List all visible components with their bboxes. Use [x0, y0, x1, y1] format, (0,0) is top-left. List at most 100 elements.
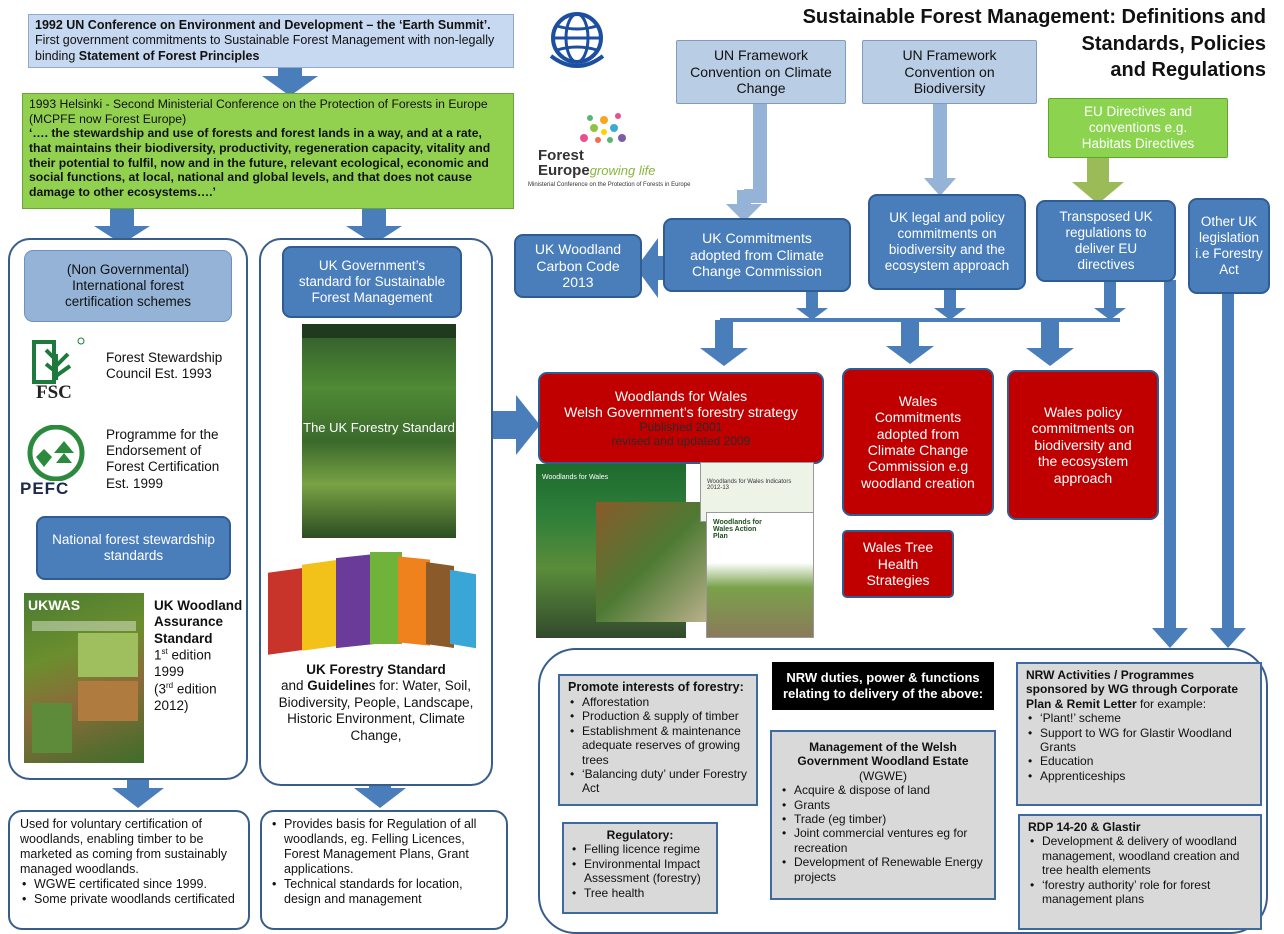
ukwas-ed1-year: 1999: [154, 664, 185, 680]
list-item: ‘Balancing duty’ under Forestry Act: [568, 767, 748, 796]
list-item: Support to WG for Glastir Woodland Grant…: [1026, 726, 1252, 755]
voluntary-box: Used for voluntary certification of wood…: [8, 810, 250, 930]
arrow-to-wales-commit: [886, 320, 934, 364]
wales-commit-box: Wales Commitments adopted from Climate C…: [842, 368, 994, 516]
helsinki-box: 1993 Helsinki - Second Ministerial Confe…: [22, 93, 514, 209]
fsc-logo: FSC: [26, 336, 88, 403]
uk-legal-label: UK legal and policy commitments on biodi…: [884, 210, 1010, 273]
voluntary-text: Used for voluntary certification of wood…: [20, 817, 228, 876]
wales-policy-box: Wales policy commitments on biodiversity…: [1007, 370, 1159, 520]
forest-europe-word2: Europe: [538, 162, 590, 179]
fsc-wordmark: FSC: [36, 382, 72, 403]
rdp-title: RDP 14-20 & Glastir: [1028, 820, 1141, 834]
arrow-uklegal-stub: [934, 290, 966, 320]
arrow-summit-to-helsinki: [262, 58, 318, 96]
un-biodiversity-box: UN Framework Convention on Biodiversity: [862, 40, 1037, 104]
forest-europe-word1: Forest: [538, 147, 584, 164]
arrow-transposed-to-nrw: [1152, 280, 1188, 648]
title-line-1: Sustainable Forest Management: Definitio…: [802, 6, 1266, 28]
promote-list: Afforestation Production & supply of tim…: [568, 695, 748, 796]
title-line-2: Standards, Policies: [1081, 32, 1266, 55]
list-item: Development of Renewable Energy projects: [780, 855, 986, 884]
fsc-tree-icon: [32, 337, 85, 384]
uk-commitments-box: UK Commitments adopted from Climate Chan…: [663, 218, 851, 292]
list-item: Technical standards for location, design…: [270, 877, 498, 907]
pefc-wordmark: PEFC: [20, 479, 70, 498]
ukfs-caption-rest: s for: Water, Soil, Biodiversity, People…: [278, 678, 474, 743]
list-item: Some private woodlands certificated: [20, 892, 238, 907]
wales-policy-label: Wales policy commitments on biodiversity…: [1031, 404, 1135, 486]
list-item: Tree health: [570, 886, 710, 901]
wfw-box: Woodlands for Wales Welsh Government’s f…: [538, 372, 824, 464]
earth-summit-body: First government commitments to Sustaina…: [35, 33, 495, 63]
ukwas-cover-image: UKWAS: [24, 593, 144, 763]
ukwas-title: UK Woodland Assurance Standard: [154, 598, 243, 646]
ukwas-ed3-year: 2012): [154, 697, 189, 713]
non-gov-label: (Non Governmental) International forest …: [64, 262, 192, 309]
helsinki-intro: Helsinki - Second Ministerial Conference…: [29, 97, 488, 126]
arrow-unclimate-to-ukcommit: [726, 190, 762, 222]
un-biodiversity-label: UN Framework Convention on Biodiversity: [902, 47, 997, 97]
earth-summit-box: 1992 UN Conference on Environment and De…: [28, 14, 514, 68]
forest-europe-tag: growing life: [589, 163, 656, 178]
rdp-box: RDP 14-20 & Glastir Development & delive…: [1018, 814, 1262, 930]
forest-europe-subtitle: Ministerial Conference on the Protection…: [528, 182, 691, 188]
ukfs-caption: UK Forestry Standard and Guidelines for:…: [270, 662, 482, 744]
list-item: WGWE certificated since 1999.: [20, 877, 238, 892]
wfw-documents-image: Woodlands for Wales Woodlands for Wales …: [536, 462, 816, 640]
transposed-box: Transposed UK regulations to deliver EU …: [1036, 200, 1176, 282]
ukwas-ed3-sup: rd: [166, 680, 174, 690]
ukwas-text: UK Woodland Assurance Standard 1st editi…: [154, 598, 244, 714]
pefc-trees-icon: [27, 425, 85, 481]
arrow-eu-to-transposed: [1072, 158, 1124, 204]
arrow-certification-down: [112, 770, 164, 808]
uk-legal-box: UK legal and policy commitments on biodi…: [868, 194, 1026, 290]
ukfs-cover-title: The UK Forestry Standard: [303, 420, 455, 435]
page-title: Sustainable Forest Management: Definitio…: [706, 4, 1266, 84]
ukwas-ed1-rest: edition: [167, 647, 212, 663]
ukfs-caption-bold1: UK Forestry Standard: [306, 662, 446, 677]
wgwe-list: Acquire & dispose of land Grants Trade (…: [780, 783, 986, 884]
arrow-to-wales-policy: [1026, 320, 1074, 366]
line-unclimate: [744, 104, 767, 203]
ukfs-caption-and: and: [280, 678, 308, 694]
title-line-3: and Regulations: [1110, 59, 1266, 82]
regulation-box: Provides basis for Regulation of all woo…: [260, 810, 508, 930]
pefc-logo: PEFC: [18, 425, 98, 498]
earth-summit-heading: 1992 UN Conference on Environment and De…: [35, 18, 491, 32]
list-item: Apprenticeships: [1026, 769, 1252, 784]
ukwas-cover-title: UKWAS: [28, 597, 81, 613]
other-uk-label: Other UK legislation i.e Forestry Act: [1195, 214, 1263, 277]
nrw-duties-label: NRW duties, power & functions relating t…: [782, 669, 984, 701]
uk-commitments-label: UK Commitments adopted from Climate Chan…: [690, 230, 824, 280]
arrow-helsinki-to-certification: [94, 205, 150, 244]
nrw-activities-suffix: for example:: [1136, 696, 1207, 711]
other-uk-box: Other UK legislation i.e Forestry Act: [1188, 198, 1270, 294]
eu-directives-box: EU Directives and conventions e.g. Habit…: [1048, 98, 1228, 158]
ukfs-cover-image: The UK Forestry Standard: [302, 324, 456, 538]
wales-tree-box: Wales Tree Health Strategies: [842, 530, 954, 598]
list-item: Establishment & maintenance adequate res…: [568, 724, 748, 767]
regulatory-list: Felling licence regime Environmental Imp…: [570, 842, 710, 900]
wales-tree-label: Wales Tree Health Strategies: [862, 539, 934, 589]
eu-directives-label: EU Directives and conventions e.g. Habit…: [1081, 104, 1195, 151]
wfw-cover-title: Woodlands for Wales: [542, 474, 609, 481]
list-item: Development & delivery of woodland manag…: [1028, 834, 1252, 877]
regulatory-box: Regulatory: Felling licence regime Envir…: [562, 822, 718, 914]
un-globe-logo: [545, 6, 609, 78]
arrow-otheruk-to-nrw: [1210, 294, 1246, 648]
ukwas-ed1: 1: [154, 647, 162, 663]
leaf-cluster-icon: [580, 113, 626, 143]
list-item: Afforestation: [568, 695, 748, 710]
arrow-unbio-to-uklegal: [924, 104, 956, 196]
wales-commit-label: Wales Commitments adopted from Climate C…: [861, 392, 975, 491]
helsinki-quote: ‘…. the stewardship and use of forests a…: [29, 126, 491, 199]
nrw-activities-box: NRW Activities / Programmes sponsored by…: [1016, 662, 1262, 806]
list-item: Trade (eg timber): [780, 812, 986, 827]
nrw-activities-list: ‘Plant!’ scheme Support to WG for Glasti…: [1026, 711, 1252, 783]
nrw-duties-header: NRW duties, power & functions relating t…: [772, 662, 994, 710]
non-gov-box: (Non Governmental) International forest …: [24, 250, 232, 322]
uk-gov-std-label: UK Government’s standard for Sustainable…: [298, 258, 446, 305]
guidelines-books-image: [268, 552, 478, 658]
uk-gov-std-box: UK Government’s standard for Sustainable…: [282, 246, 462, 318]
